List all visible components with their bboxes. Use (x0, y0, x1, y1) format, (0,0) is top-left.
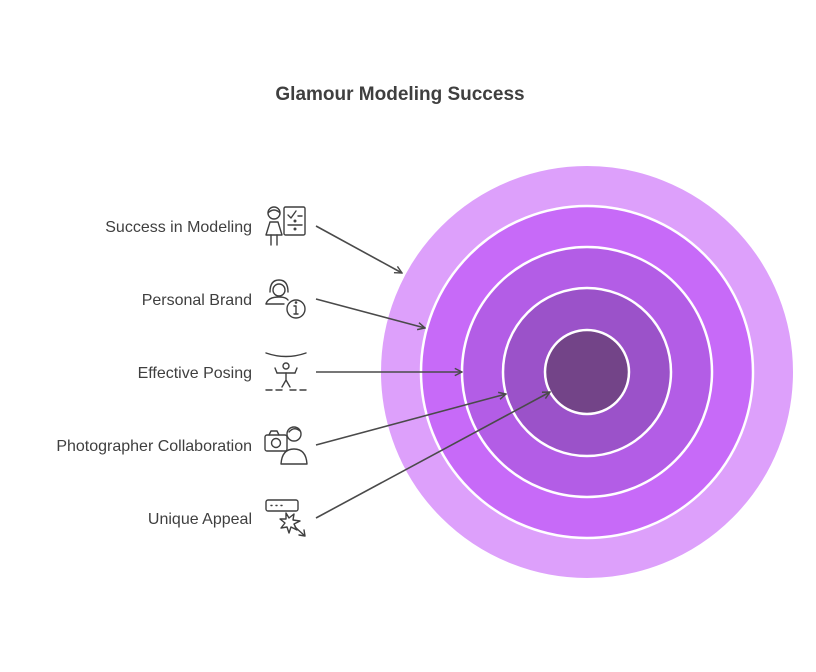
model-checklist-icon (265, 206, 306, 246)
person-info-icon (265, 279, 306, 319)
label-photographer-collaboration: Photographer Collaboration (56, 438, 252, 455)
camera-person-icon (264, 426, 308, 465)
sparkle-cursor-icon (265, 499, 306, 537)
label-success-in-modeling: Success in Modeling (105, 219, 252, 236)
diagram-title: Glamour Modeling Success (275, 84, 525, 105)
label-personal-brand: Personal Brand (142, 292, 252, 309)
arrow-photographer-collaboration (315, 394, 506, 446)
arrow-unique-appeal (315, 392, 550, 519)
arrow-personal-brand (315, 298, 425, 328)
label-effective-posing: Effective Posing (138, 365, 252, 382)
posing-figure-icon (265, 352, 307, 391)
label-unique-appeal: Unique Appeal (148, 511, 252, 528)
arrow-success-in-modeling (315, 225, 402, 273)
ring-core (543, 328, 631, 416)
